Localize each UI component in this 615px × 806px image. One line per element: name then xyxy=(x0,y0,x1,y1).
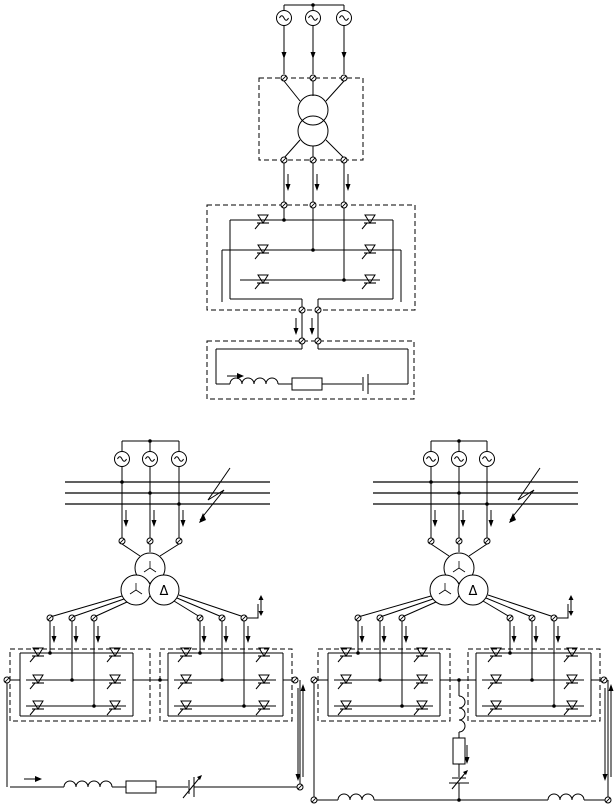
inductor-icon xyxy=(338,794,374,800)
three-winding-transformer: Δ xyxy=(121,544,179,605)
variable-source-icon xyxy=(183,775,202,798)
load-block xyxy=(207,337,414,399)
thyristor-icon xyxy=(487,647,579,716)
current-arrow-icon xyxy=(293,317,315,336)
three-winding-transformer: Δ xyxy=(430,544,488,605)
thyristor-icon xyxy=(254,214,377,290)
left-bridge xyxy=(10,621,160,721)
ac-source-icon xyxy=(276,3,352,74)
current-arrow-icon xyxy=(281,41,347,60)
resistor-icon xyxy=(126,781,156,793)
current-arrow-icon xyxy=(464,757,470,764)
inductor-icon xyxy=(459,696,465,732)
current-arrow-icon xyxy=(359,625,561,644)
delta-symbol: Δ xyxy=(469,584,478,599)
current-arrow-icon xyxy=(285,173,351,192)
thyristor-icon xyxy=(177,647,271,716)
current-arrow-icon xyxy=(123,509,186,528)
resistor-icon xyxy=(453,738,465,764)
right-bridge xyxy=(468,621,600,721)
rectifier-block xyxy=(207,201,415,314)
thyristor-icon xyxy=(337,647,429,716)
transformer-block xyxy=(259,74,363,164)
top-diagram xyxy=(207,3,415,399)
current-arrow-icon xyxy=(35,776,42,782)
current-arrow-icon xyxy=(432,509,494,528)
thyristor-icon xyxy=(29,647,122,716)
three-phase-bus xyxy=(373,480,578,506)
inductor-icon xyxy=(64,781,112,787)
bottom-left-diagram: Δ xyxy=(3,439,306,798)
bottom-right-diagram: Δ xyxy=(310,439,614,804)
left-bridge xyxy=(318,621,468,721)
current-arrow-icon xyxy=(51,625,251,644)
right-bridge xyxy=(160,621,292,721)
delta-symbol: Δ xyxy=(160,584,169,599)
resistor-icon xyxy=(292,378,322,390)
current-arrow-icon xyxy=(237,373,244,379)
inductor-icon xyxy=(230,378,278,384)
fault-lightning-icon xyxy=(510,468,540,520)
inductor-icon xyxy=(548,794,584,800)
fault-lightning-icon xyxy=(200,468,230,520)
three-phase-bus xyxy=(65,480,270,506)
